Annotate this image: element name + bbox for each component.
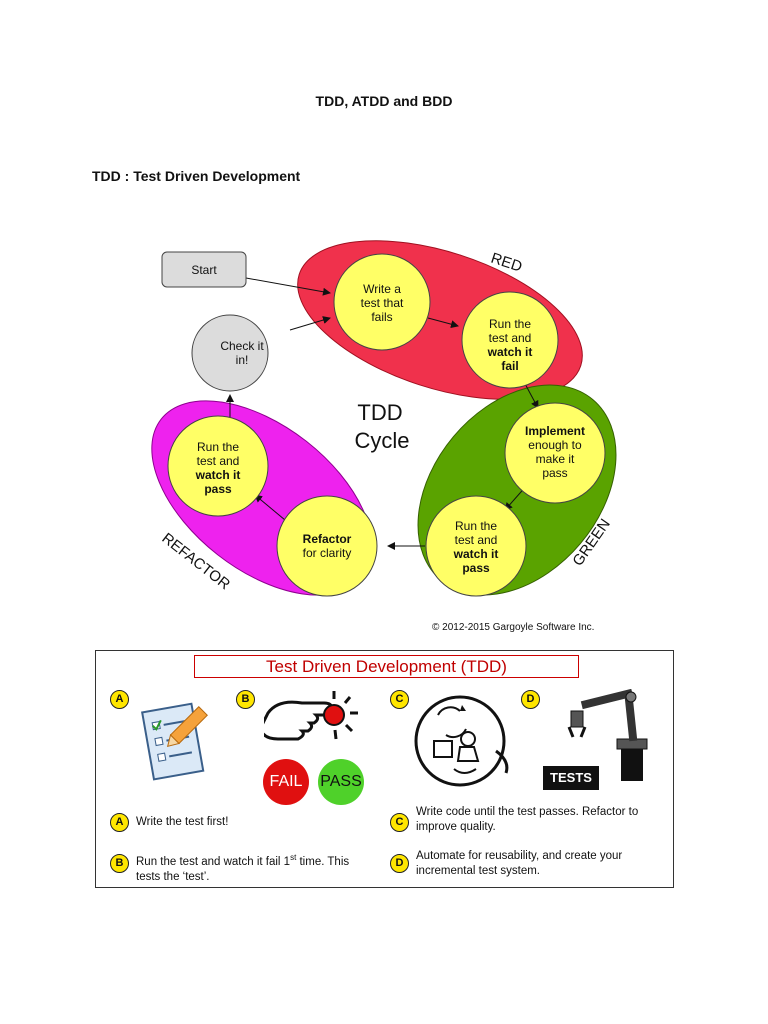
description-b-sup: st bbox=[290, 853, 297, 862]
run-pass-refactor-line-1: Run the bbox=[197, 440, 239, 454]
copyright-note: © 2012-2015 Gargoyle Software Inc. bbox=[432, 622, 594, 633]
run-fail-node bbox=[461, 291, 559, 389]
implement-node bbox=[504, 402, 606, 504]
refactor-node bbox=[276, 495, 378, 597]
finger-press-button-icon bbox=[264, 691, 358, 741]
section-heading: TDD : Test Driven Development bbox=[92, 168, 301, 184]
run-pass-green-node bbox=[425, 495, 527, 597]
write-test-line-3: fails bbox=[371, 310, 392, 324]
run-fail-line-3: watch it bbox=[487, 345, 533, 359]
checklist-pencil-icon bbox=[141, 702, 208, 781]
tdd-cycle-diagram: RED GREEN REFACTOR TDD Cycle Start Check… bbox=[151, 240, 617, 633]
tdd-summary-card: Test Driven Development (TDD) A B C D bbox=[95, 650, 674, 888]
implement-line-4: pass bbox=[542, 466, 567, 480]
run-pass-refactor-line-4: pass bbox=[204, 482, 232, 496]
run-fail-line-4: fail bbox=[501, 359, 518, 373]
run-pass-green-line-4: pass bbox=[462, 561, 490, 575]
description-d-line2: incremental test system. bbox=[416, 865, 540, 877]
check-in-line-2: in! bbox=[236, 353, 249, 367]
start-node bbox=[161, 251, 247, 288]
implement-line-1: Implement bbox=[525, 424, 585, 438]
run-fail-line-1: Run the bbox=[489, 317, 531, 331]
implement-line-3: make it bbox=[536, 452, 575, 466]
start-node-label: Start bbox=[191, 263, 217, 277]
description-c: Write code until the test passes. Refact… bbox=[416, 805, 672, 835]
check-in-node bbox=[191, 314, 269, 392]
badge-c-text: C bbox=[390, 813, 409, 832]
badge-d-text: D bbox=[390, 854, 409, 873]
refactor-line-2: for clarity bbox=[303, 546, 352, 560]
write-test-line-1: Write a bbox=[363, 282, 401, 296]
description-d-line1: Automate for reusability, and create you… bbox=[416, 850, 623, 862]
run-pass-refactor-line-2: test and bbox=[197, 454, 240, 468]
run-fail-line-2: test and bbox=[489, 331, 532, 345]
run-pass-green-line-2: test and bbox=[455, 533, 498, 547]
description-b: Run the test and watch it fail 1st time.… bbox=[136, 850, 386, 885]
description-c-line2: improve quality. bbox=[416, 821, 496, 833]
refactor-line-1: Refactor bbox=[303, 532, 352, 546]
run-pass-green-line-1: Run the bbox=[455, 519, 497, 533]
run-pass-refactor-node bbox=[167, 415, 269, 517]
pass-button-icon: PASS bbox=[318, 759, 364, 805]
write-test-node bbox=[333, 253, 431, 351]
cycle-title-line-1: TDD bbox=[357, 400, 402, 425]
description-a: Write the test first! bbox=[136, 816, 229, 828]
run-pass-refactor-line-3: watch it bbox=[195, 468, 241, 482]
badge-d: D bbox=[521, 690, 540, 709]
robot-arm-icon bbox=[567, 689, 648, 781]
cycle-title-line-2: Cycle bbox=[354, 428, 409, 453]
badge-b: B bbox=[236, 690, 255, 709]
description-b-line1-post: time. This bbox=[296, 855, 350, 868]
implement-line-2: enough to bbox=[528, 438, 582, 452]
description-b-line1-pre: Run the test and watch it fail 1 bbox=[136, 855, 291, 868]
developer-cycle-icon bbox=[414, 695, 509, 787]
description-d: Automate for reusability, and create you… bbox=[416, 849, 672, 879]
fail-button-icon: FAIL bbox=[263, 759, 309, 805]
check-in-line-1: Check it bbox=[220, 339, 264, 353]
write-test-line-2: test that bbox=[361, 296, 404, 310]
card-title: Test Driven Development (TDD) bbox=[194, 655, 579, 678]
badge-a: A bbox=[110, 690, 129, 709]
description-c-line1: Write code until the test passes. Refact… bbox=[416, 806, 639, 818]
run-pass-green-line-3: watch it bbox=[453, 547, 499, 561]
badge-a-text: A bbox=[110, 813, 129, 832]
document-title: TDD, ATDD and BDD bbox=[315, 93, 453, 109]
badge-c: C bbox=[390, 690, 409, 709]
description-b-line2: tests the ‘test’. bbox=[136, 870, 210, 883]
badge-b-text: B bbox=[110, 854, 129, 873]
tests-label: TESTS bbox=[543, 766, 599, 790]
